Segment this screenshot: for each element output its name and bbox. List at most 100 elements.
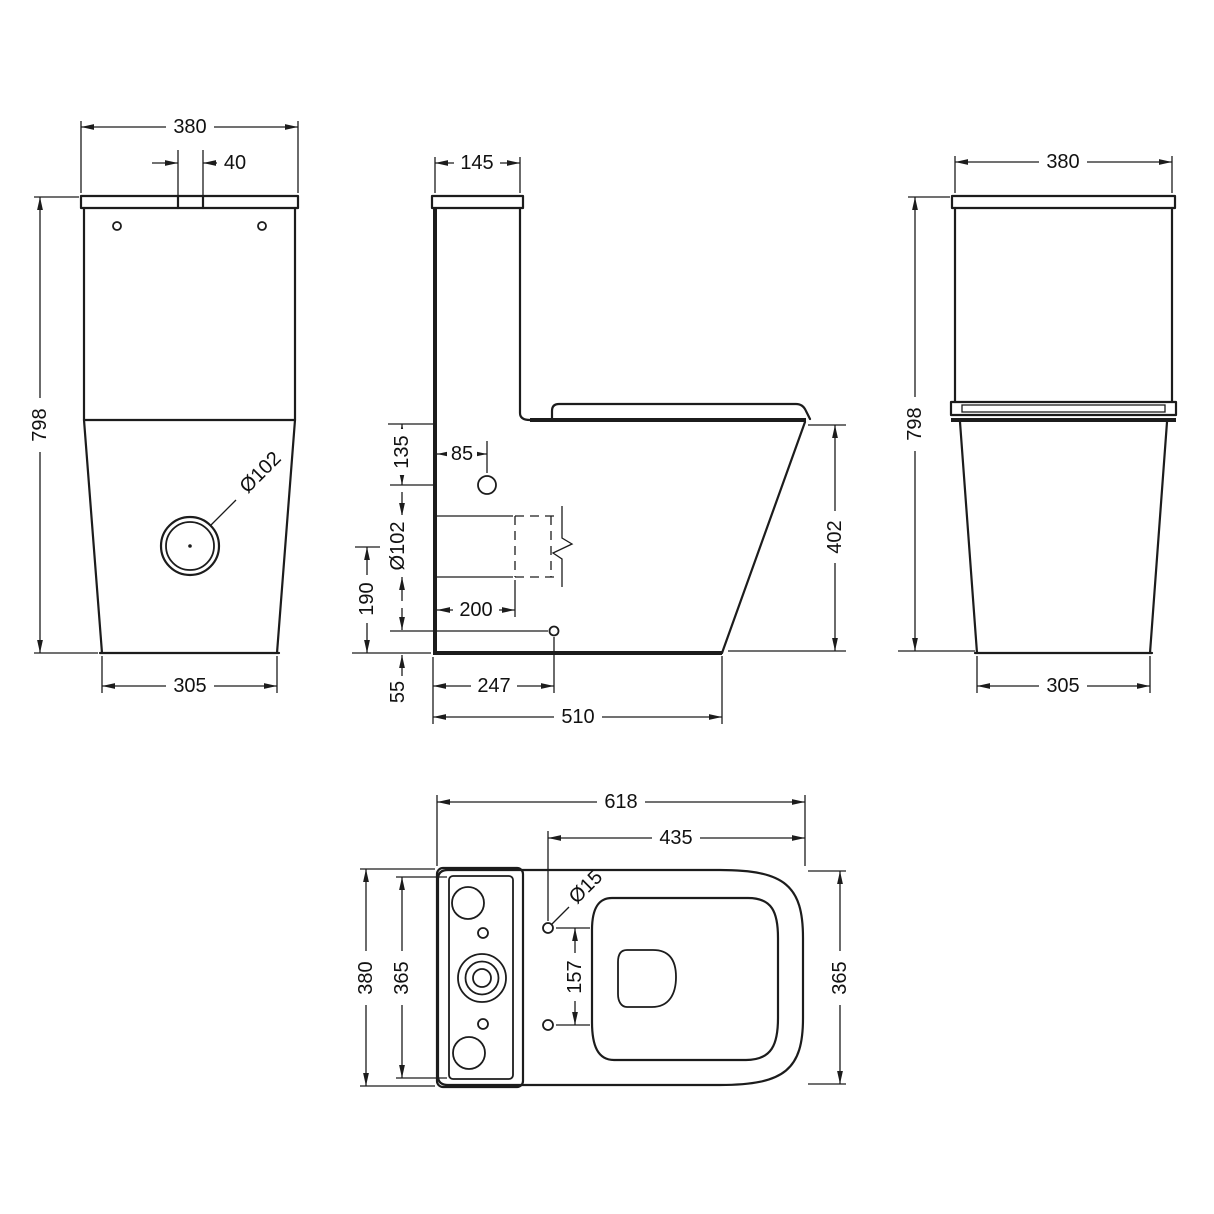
dim-plan-fixing-hole-spacing-label: 157 bbox=[564, 960, 586, 993]
seat-band-outer bbox=[949, 400, 1178, 417]
screw-hole-right bbox=[257, 221, 267, 231]
label-mask bbox=[554, 707, 602, 727]
dim-side-rim-height-label: 402 bbox=[824, 520, 846, 553]
label-group: Ø102 bbox=[387, 515, 409, 577]
plan-view: 618 435 Ø15 157 3 bbox=[355, 791, 851, 1089]
dim-plan-overall-depth-label: 618 bbox=[604, 791, 637, 813]
soil-pipe-dashed bbox=[514, 515, 557, 578]
ext-lines bbox=[436, 795, 806, 866]
outlet-centre-dot bbox=[188, 544, 192, 548]
dim-side-fixing-hole-setback-label: 247 bbox=[477, 675, 510, 697]
ext-lines bbox=[435, 515, 513, 578]
dim-front-flush-button-label: 40 bbox=[224, 152, 246, 174]
outlet-circle-outer bbox=[159, 515, 221, 577]
cistern-small-hole-top bbox=[477, 927, 489, 939]
ext-lines bbox=[360, 868, 435, 1087]
dim-back-base-width: 305 bbox=[976, 656, 1151, 697]
flush-button-slot bbox=[176, 194, 205, 210]
cistern-hole-bottom bbox=[452, 1036, 486, 1070]
leader-line bbox=[551, 906, 570, 925]
cistern-lid bbox=[430, 194, 525, 210]
cistern-plan-outer bbox=[435, 866, 525, 1089]
back-outline bbox=[949, 194, 1178, 655]
flush-valve-inner bbox=[472, 968, 492, 988]
leader-line bbox=[210, 499, 237, 526]
fixing-hole-bottom bbox=[542, 1019, 554, 1031]
bowl-outline bbox=[958, 420, 1169, 655]
ext-lines bbox=[177, 150, 204, 196]
label-group: 402 bbox=[824, 511, 846, 563]
dim-plan-seat-width: 365 bbox=[808, 870, 851, 1085]
dim-plan-pan-depth: 435 bbox=[547, 827, 805, 921]
seat-band-inner bbox=[961, 404, 1166, 413]
dim-side-overall-depth: 510 bbox=[433, 656, 723, 728]
cistern-hole-top bbox=[451, 886, 485, 920]
dim-side-outlet-diameter: Ø102 bbox=[387, 492, 513, 601]
seat-profile bbox=[550, 402, 812, 421]
label-mask bbox=[597, 792, 645, 812]
bowl-outline bbox=[82, 418, 297, 655]
label-group: 55 bbox=[387, 681, 409, 703]
outlet-circle-inner bbox=[165, 521, 215, 571]
dim-plan-pan-width-label: 365 bbox=[391, 961, 413, 994]
label-group: 157 bbox=[564, 953, 586, 1001]
label-mask bbox=[388, 515, 408, 577]
plan-outline bbox=[435, 866, 805, 1089]
dim-front-overall-width-label: 380 bbox=[173, 116, 206, 138]
dim-plan-pan-depth-label: 435 bbox=[659, 827, 692, 849]
ext-lines bbox=[432, 637, 555, 724]
dim-side-outlet-setback-label: 200 bbox=[459, 599, 492, 621]
label-mask bbox=[166, 676, 214, 696]
label-mask bbox=[356, 951, 376, 1005]
label-mask bbox=[565, 953, 585, 1001]
label-mask bbox=[1039, 676, 1087, 696]
flush-valve-mid bbox=[464, 960, 500, 996]
dim-plan-fixing-hole-spacing: 157 bbox=[556, 927, 590, 1026]
dim-side-rim-to-inlet-label: 135 bbox=[391, 435, 413, 468]
label-group: 380 bbox=[355, 951, 377, 1005]
ext-lines bbox=[80, 121, 299, 193]
dim-back-overall-height-label: 798 bbox=[904, 407, 926, 440]
side-outline bbox=[430, 194, 812, 655]
label-mask bbox=[825, 511, 845, 563]
label-group: 135 bbox=[391, 429, 413, 475]
cistern-small-hole-bottom bbox=[477, 1018, 489, 1030]
label-mask bbox=[453, 600, 499, 620]
dim-side-outlet-diameter-label: Ø102 bbox=[387, 522, 409, 571]
dim-back-overall-height: 798 bbox=[898, 196, 975, 652]
dim-front-flush-button: 40 bbox=[152, 150, 246, 196]
cistern-lid bbox=[950, 194, 1177, 210]
dim-side-rim-to-inlet: 135 bbox=[388, 423, 435, 486]
dim-side-fixing-hole-height-label: 55 bbox=[387, 681, 409, 703]
screw-hole-left bbox=[112, 221, 122, 231]
cistern-body bbox=[82, 206, 297, 422]
label-group: 365 bbox=[391, 951, 413, 1005]
label-group: 798 bbox=[29, 398, 51, 452]
back-view: 380 798 305 bbox=[898, 151, 1178, 697]
dim-side-cistern-depth-label: 145 bbox=[460, 152, 493, 174]
bowl-front-slant bbox=[720, 420, 807, 655]
fixing-hole bbox=[548, 625, 560, 637]
dim-plan-pan-width: 365 bbox=[391, 876, 447, 1079]
label-mask bbox=[454, 153, 500, 173]
label-group: 798 bbox=[904, 397, 926, 451]
dim-back-overall-width-label: 380 bbox=[1046, 151, 1079, 173]
ext-lines bbox=[728, 424, 846, 652]
label-mask bbox=[392, 951, 412, 1005]
dim-side-inlet-setback: 85 bbox=[437, 441, 488, 473]
label-group: 365 bbox=[829, 951, 851, 1005]
label-mask bbox=[905, 397, 925, 451]
label-group: 190 bbox=[356, 575, 378, 623]
label-mask bbox=[1039, 152, 1087, 172]
label-mask bbox=[30, 398, 50, 452]
dim-plan-overall-width-label: 380 bbox=[355, 961, 377, 994]
dim-side-fixing-hole-height: 55 bbox=[387, 608, 548, 703]
side-view: 145 135 85 Ø102 bbox=[352, 152, 846, 728]
label-mask bbox=[830, 951, 850, 1005]
dim-plan-overall-depth: 618 bbox=[436, 791, 806, 866]
fixing-hole-top bbox=[542, 922, 554, 934]
dim-side-fixing-hole-setback: 247 bbox=[432, 637, 555, 724]
